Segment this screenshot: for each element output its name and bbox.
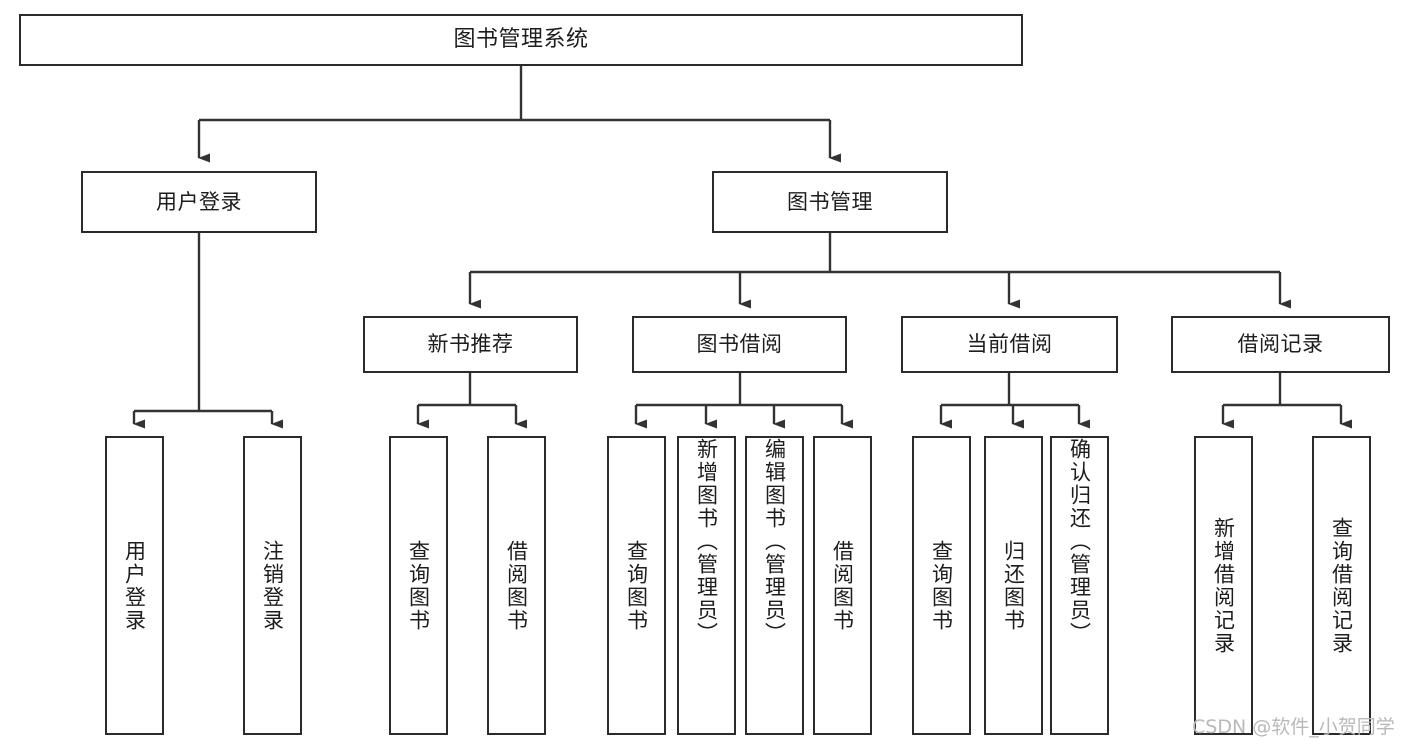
node-borrow-record[interactable]: 借阅记录 xyxy=(1171,316,1390,373)
node-root[interactable]: 图书管理系统 xyxy=(19,14,1023,66)
node-label: 当前借阅 xyxy=(966,332,1053,357)
node-label: 图书管理系统 xyxy=(453,27,589,53)
csdn-watermark: CSDN @软件_小贺同学 xyxy=(1192,716,1395,738)
node-leaf-query-books-borrow[interactable]: 查询图书 xyxy=(607,436,666,735)
node-leaf-edit-book-admin[interactable]: 编辑图书（管理员） xyxy=(745,436,804,735)
node-label: 用户登录 xyxy=(122,539,147,632)
node-user-login[interactable]: 用户登录 xyxy=(81,171,317,233)
node-book-management[interactable]: 图书管理 xyxy=(712,171,948,233)
node-label: 用户登录 xyxy=(156,189,242,214)
node-label: 归还图书 xyxy=(1001,539,1026,632)
node-label: 借阅记录 xyxy=(1237,332,1324,357)
node-leaf-borrow-books-rec[interactable]: 借阅图书 xyxy=(487,436,546,735)
node-label: 查询图书 xyxy=(624,539,649,632)
node-leaf-user-login[interactable]: 用户登录 xyxy=(105,436,164,735)
node-leaf-query-books-current[interactable]: 查询图书 xyxy=(912,436,971,735)
node-label: 查询图书 xyxy=(929,539,954,632)
node-leaf-logout[interactable]: 注销登录 xyxy=(243,436,302,735)
node-leaf-add-borrow-record[interactable]: 新增借阅记录 xyxy=(1194,436,1253,735)
node-label: 编辑图书（管理员） xyxy=(762,438,787,645)
node-label: 查询图书 xyxy=(406,539,431,632)
node-label: 借阅图书 xyxy=(830,539,855,632)
node-leaf-borrow-books-borrow[interactable]: 借阅图书 xyxy=(813,436,872,735)
node-label: 新增图书（管理员） xyxy=(694,438,719,645)
node-leaf-add-book-admin[interactable]: 新增图书（管理员） xyxy=(677,436,736,735)
node-label: 确认归还（管理员） xyxy=(1067,438,1092,645)
node-label: 新增借阅记录 xyxy=(1211,516,1236,655)
node-leaf-query-books-rec[interactable]: 查询图书 xyxy=(389,436,448,735)
node-leaf-return-books[interactable]: 归还图书 xyxy=(984,436,1043,735)
node-new-book-recommend[interactable]: 新书推荐 xyxy=(363,316,578,373)
node-label: 图书管理 xyxy=(787,189,873,214)
node-label: 借阅图书 xyxy=(504,539,529,632)
node-leaf-query-borrow-record[interactable]: 查询借阅记录 xyxy=(1312,436,1371,735)
node-label: 查询借阅记录 xyxy=(1329,516,1354,655)
node-label: 新书推荐 xyxy=(427,332,514,357)
node-current-borrow[interactable]: 当前借阅 xyxy=(901,316,1118,373)
node-leaf-confirm-return-admin[interactable]: 确认归还（管理员） xyxy=(1050,436,1109,735)
node-label: 图书借阅 xyxy=(696,332,783,357)
node-book-borrow[interactable]: 图书借阅 xyxy=(632,316,847,373)
node-label: 注销登录 xyxy=(260,539,285,632)
